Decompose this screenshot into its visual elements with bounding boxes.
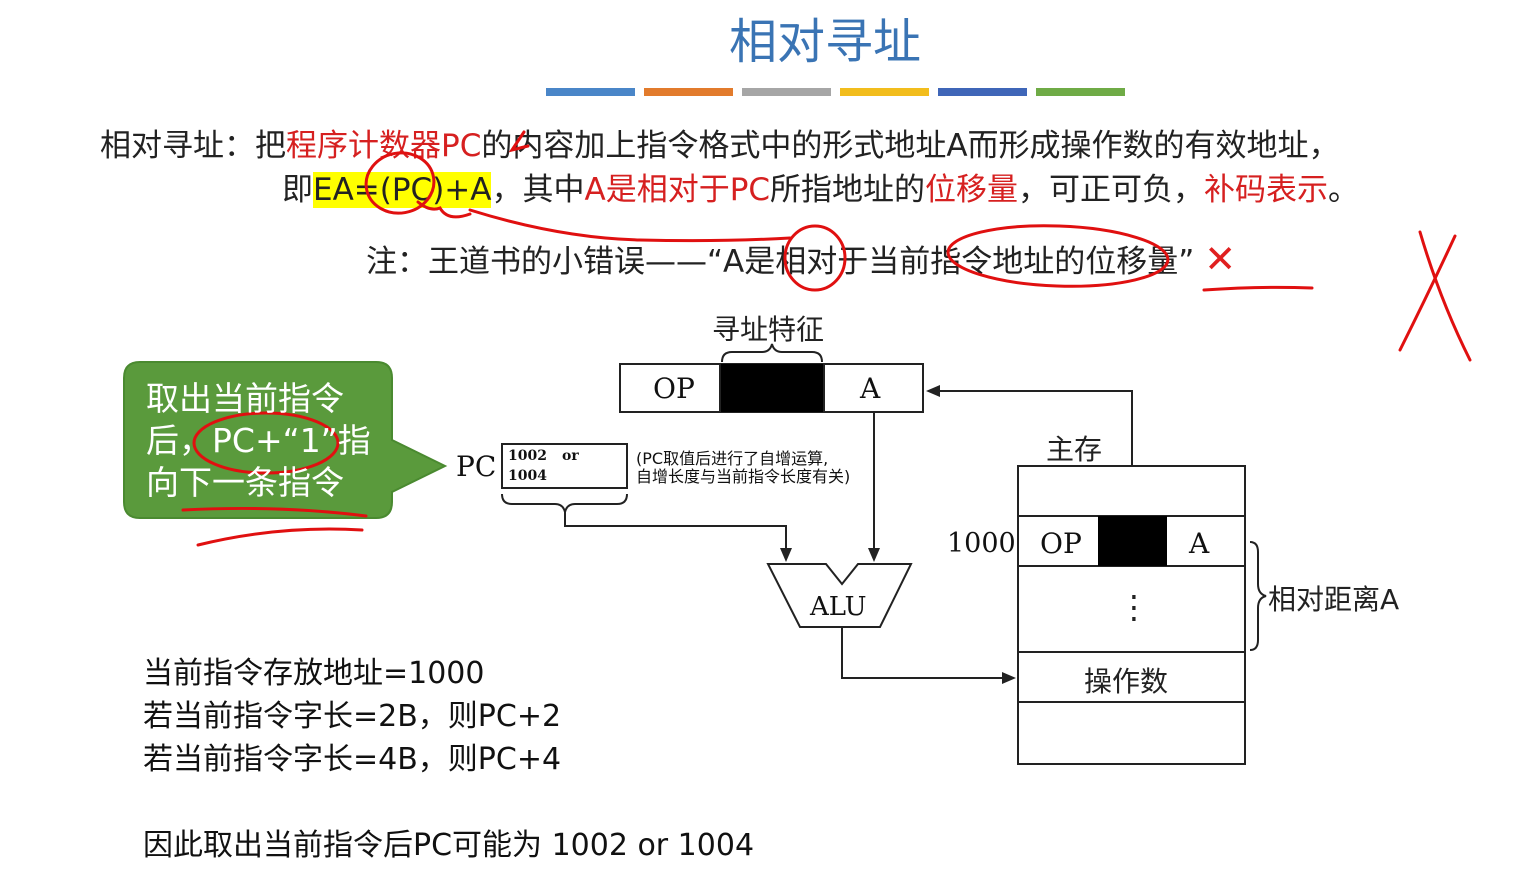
definition-red-complement: 补码表示 [1204, 172, 1329, 208]
address-feature-brace [721, 343, 823, 363]
color-bar [742, 88, 831, 96]
callout-line: 取出当前指令 [146, 379, 344, 418]
definition-prefix: 相对寻址：把 [100, 128, 286, 164]
callout-line: 后，PC+“1”指 [146, 421, 371, 460]
bottom-line: 若当前指令字长=2B，则PC+2 [143, 699, 562, 734]
memory-dots: ⋮ [1118, 588, 1150, 626]
memory-operand: 操作数 [1084, 665, 1169, 698]
alu-label: ALU [810, 592, 867, 622]
memory-op: OP [1040, 527, 1082, 560]
memory-instruction-block [1098, 516, 1167, 566]
address-feature-label: 寻址特征 [712, 313, 825, 346]
formula-highlight: EA=(PC)+A [313, 172, 492, 208]
definition-line-1: 相对寻址：把程序计数器PC的内容加上指令格式中的形式地址A而形成操作数的有效地址… [100, 120, 1340, 165]
instruction-a: A [860, 372, 881, 405]
instruction-op: OP [653, 372, 695, 405]
wrong-mark-icon: ✕ [1204, 237, 1237, 281]
note-line: 注：王道书的小错误——“A是相对于当前指令地址的位移量” ✕ [366, 236, 1236, 281]
note-text: 注：王道书的小错误——“A是相对于当前指令地址的位移量” [366, 244, 1195, 280]
handwritten-annotations [181, 130, 1472, 547]
title-color-bars [546, 88, 1125, 96]
addressing-feature-block [721, 364, 824, 412]
pc-note-line: (PC取值后进行了自增运算, [636, 449, 829, 468]
color-bar [546, 88, 635, 96]
pc-brace [501, 493, 628, 513]
memory-label: 主存 [1046, 433, 1103, 466]
bottom-conclusion: 因此取出当前指令后PC可能为 1002 or 1004 [143, 828, 755, 863]
definition-red-displacement: 位移量 [925, 172, 1019, 208]
alu-shape [766, 563, 913, 628]
definition-mid: 的内容加上指令格式中的形式地址A而形成操作数的有效地址， [481, 128, 1340, 164]
pc-value-1: 1002 [508, 448, 547, 464]
color-bar [938, 88, 1027, 96]
callout-line: 向下一条指令 [146, 463, 344, 502]
relative-distance-brace [1249, 541, 1267, 651]
callout-text: 取出当前指令 后，PC+“1”指 向下一条指令 [146, 378, 371, 504]
pc-label: PC [456, 450, 497, 483]
pc-value-2: 1004 [508, 468, 547, 484]
arrow-pc-to-alu [564, 512, 787, 556]
page-title: 相对寻址 [728, 14, 921, 70]
definition-line2-end: 。 [1328, 172, 1360, 208]
memory-a: A [1189, 527, 1210, 560]
callout-bubble [123, 361, 448, 519]
color-bar [644, 88, 733, 96]
bottom-line: 若当前指令字长=4B，则PC+4 [143, 742, 562, 777]
pc-or: or [562, 448, 579, 464]
pc-increment-note: (PC取值后进行了自增运算, 自增长度与当前指令长度有关) [636, 450, 850, 486]
definition-red-a: A是相对于PC [584, 172, 771, 208]
definition-line-2: 即EA=(PC)+A，其中A是相对于PC所指地址的位移量，可正可负，补码表示。 [282, 164, 1359, 209]
arrow-alu-to-operand [841, 627, 1008, 679]
definition-line2-prefix: 即 [282, 172, 313, 208]
definition-line2-mid2: 所指地址的 [770, 172, 926, 208]
pc-note-line: 自增长度与当前指令长度有关) [636, 467, 851, 486]
pc-register-box [501, 443, 628, 489]
definition-line2-mid: ，其中 [491, 172, 585, 208]
memory-address: 1000 [947, 528, 1016, 559]
relative-distance-label: 相对距离A [1268, 583, 1400, 616]
bottom-explanation: 当前指令存放地址=1000 若当前指令字长=2B，则PC+2 若当前指令字长=4… [143, 652, 561, 781]
definition-line2-mid3: ，可正可负， [1018, 172, 1205, 208]
color-bar [840, 88, 929, 96]
bottom-line: 当前指令存放地址=1000 [143, 656, 485, 691]
color-bar [1036, 88, 1125, 96]
